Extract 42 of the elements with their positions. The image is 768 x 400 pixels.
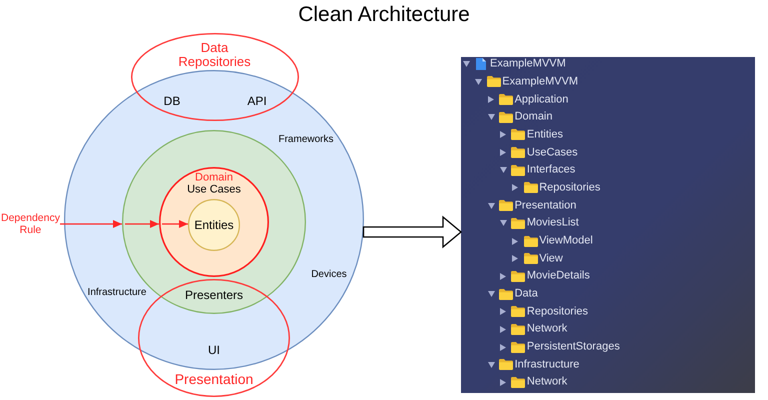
- folder-name: PersistentStorages: [526, 342, 620, 353]
- group-ellipse: [130, 33, 298, 121]
- arrow: [60, 220, 122, 228]
- folder-name: UseCases: [526, 147, 578, 158]
- project-name: ExampleMVVM: [490, 58, 566, 70]
- folder-name: MovieDetails: [526, 270, 590, 282]
- folder-name: Repositories: [539, 182, 600, 194]
- layer-label: Frameworks: [278, 135, 334, 145]
- group-label: Presentation: [174, 372, 254, 386]
- folder-name: Interfaces: [526, 164, 576, 176]
- layer-label: DB: [164, 95, 180, 107]
- group-label: Data Repositories: [178, 41, 251, 69]
- folder-name: Domain: [514, 112, 552, 123]
- rule-label: Dependency Rule: [1, 212, 60, 236]
- block-arrow: [362, 216, 462, 248]
- layer-label: Presenters: [184, 289, 244, 301]
- layer-label: UI: [208, 344, 220, 356]
- arrow: [125, 220, 159, 228]
- folder-name: ExampleMVVM: [502, 76, 578, 88]
- layer-circle: [188, 199, 240, 251]
- folder-name: Infrastructure: [514, 359, 580, 370]
- folder-name: Data: [514, 288, 538, 300]
- layer-label: API: [247, 95, 267, 107]
- file-tree-panel: [461, 57, 755, 393]
- folder-name: Presentation: [514, 200, 576, 212]
- folder-name: Application: [514, 94, 568, 106]
- folder-name: Network: [526, 376, 568, 388]
- arrow: [162, 220, 188, 228]
- layer-label: Devices: [311, 270, 347, 280]
- layer-label: Domain: [195, 172, 233, 184]
- folder-name: Entities: [526, 129, 563, 140]
- folder-name: Repositories: [526, 306, 588, 318]
- layer-label: Use Cases: [187, 184, 241, 196]
- folder-name: Network: [526, 324, 568, 335]
- layer-label: Entities: [194, 219, 234, 231]
- diagram-title: Clean Architecture: [298, 4, 470, 25]
- layer-circle: [159, 167, 269, 277]
- folder-name: View: [539, 253, 563, 264]
- layer-label: Infrastructure: [88, 288, 146, 298]
- layer-circle: [64, 70, 364, 370]
- folder-name: MoviesList: [526, 218, 579, 229]
- folder-name: ViewModel: [539, 236, 593, 246]
